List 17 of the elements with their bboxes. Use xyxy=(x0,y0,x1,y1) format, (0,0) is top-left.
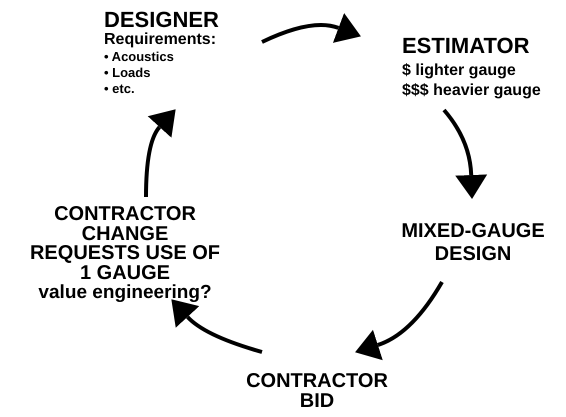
curved-arrow xyxy=(144,108,174,198)
node-text: • Loads xyxy=(104,65,152,81)
node-text: $$$ heavier gauge xyxy=(402,81,542,102)
node-title: CONTRACTOR CHANGE REQUESTS USE OF 1 GAUGE xyxy=(28,205,222,284)
node-title: ESTIMATOR xyxy=(402,32,531,60)
node-text: value engineering? xyxy=(37,283,213,304)
curved-arrow xyxy=(170,300,263,354)
node-title: MIXED-GAUGE DESIGN xyxy=(400,220,546,266)
node-text: Requirements: xyxy=(104,31,218,50)
curved-arrow xyxy=(261,12,362,44)
node-title: CONTRACTOR BID xyxy=(245,372,389,412)
node-title: DESIGNER xyxy=(104,8,220,32)
node-text: $ lighter gauge xyxy=(402,60,517,81)
curved-arrow xyxy=(355,280,444,360)
curved-arrow xyxy=(442,108,488,199)
node-text: • Acoustics xyxy=(104,49,175,66)
node-text: • etc. xyxy=(104,80,136,96)
